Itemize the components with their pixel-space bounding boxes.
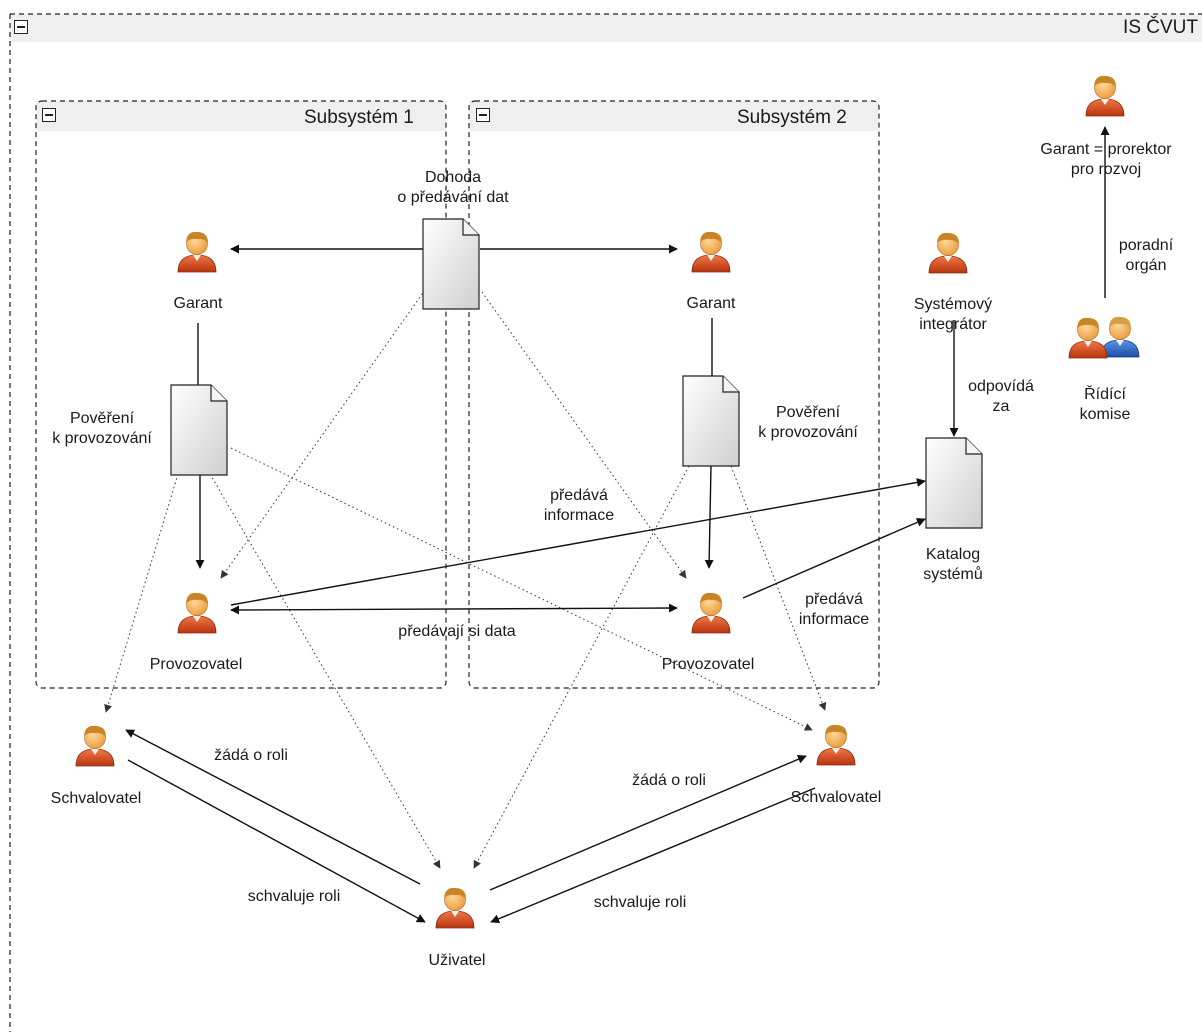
label-odpovida-za: odpovídá za [968,378,1034,415]
label-schvalovatel2: Schvalovatel [790,789,882,806]
label-garant1: Garant [173,295,223,312]
label-predava-info1: předává informace [543,487,615,524]
label-predavaji-data: předávají si data [398,623,516,640]
dotted-edges [104,289,827,869]
label-garant-rozvoj: Garant = prorektor pro rozvoj [1040,141,1172,178]
label-poradni-organ: poradní orgán [1118,237,1174,274]
label-katalog: Katalog systémů [923,546,983,583]
group-ridici-komise-icon[interactable] [1068,316,1140,359]
subsystem-1-box [35,100,447,689]
outer-collapse-button[interactable] [14,20,28,34]
label-provozovatel2: Provozovatel [661,656,755,673]
person-schvalovatel2-icon[interactable] [816,724,856,766]
edge-provozovatel2-katalog [742,518,926,599]
label-ridici-komise: Řídící komise [1079,386,1131,423]
edge-zada-left [125,729,421,885]
label-dohoda: Dohoda o předávání dat [397,169,509,206]
label-schvaluje-roli-left: schvaluje roli [247,888,341,905]
edge-provozovatel1-katalog [230,477,926,606]
edge-schvaluje-left [127,759,426,923]
person-provozovatel1-icon[interactable] [177,592,217,634]
label-schvalovatel1: Schvalovatel [50,790,142,807]
subsystem2-title: Subsystém 2 [737,107,847,128]
label-schvaluje-roli-right: schvaluje roli [593,894,687,911]
person-integrator-icon[interactable] [928,232,968,274]
label-provozovatel1: Provozovatel [149,656,243,673]
edge-zada-right [489,755,807,891]
person-schvalovatel1-icon[interactable] [75,725,115,767]
edge-provereni2-provozovatel2 [704,465,714,569]
label-zada-o-roli-right: žádá o roli [632,772,706,789]
label-integrator: Systémový integrátor [913,296,993,333]
subsystem2-collapse-button[interactable] [476,108,490,122]
label-garant2: Garant [686,295,736,312]
solid-edges [125,126,1110,924]
subsystem-2-box [468,100,880,689]
document-dohoda-icon[interactable] [422,218,480,310]
person-garant1-icon[interactable] [177,231,217,273]
person-garant-rozvoj-icon[interactable] [1085,75,1125,117]
edge-predavaji-data [230,603,678,615]
label-predava-info2: předává informace [798,591,870,628]
edge-schvaluje-right [490,787,816,924]
label-uzivatel: Uživatel [428,952,486,969]
document-katalog-icon[interactable] [925,437,983,529]
person-provozovatel2-icon[interactable] [691,592,731,634]
outer-container [9,13,1202,1032]
subsystem1-title: Subsystém 1 [304,107,414,128]
document-provereni1-icon[interactable] [170,384,228,476]
outer-title: IS ČVUT [1123,17,1198,38]
label-provereni2: Pověření k provozování [758,404,858,441]
label-provereni1: Pověření k provozování [52,410,152,447]
person-garant2-icon[interactable] [691,231,731,273]
person-uzivatel-icon[interactable] [435,887,475,929]
document-provereni2-icon[interactable] [682,375,740,467]
label-zada-o-roli-left: žádá o roli [214,747,288,764]
subsystem1-collapse-button[interactable] [42,108,56,122]
